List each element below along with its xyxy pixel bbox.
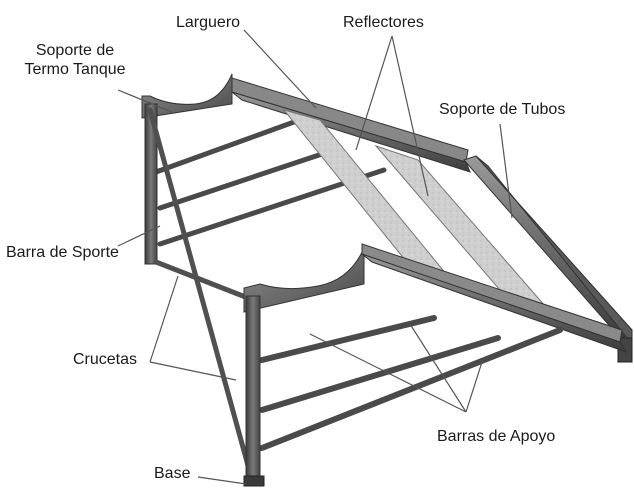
label-barra-sporte: Barra de Sporte bbox=[6, 244, 119, 261]
back-tank-support-plate bbox=[141, 73, 233, 119]
label-base: Base bbox=[154, 465, 191, 482]
base-foot bbox=[243, 475, 265, 487]
label-barras-apoyo: Barras de Apoyo bbox=[437, 428, 556, 445]
larguero-rail-top bbox=[231, 77, 469, 163]
label-reflectores: Reflectores bbox=[343, 14, 424, 31]
front-tank-support-plate bbox=[243, 247, 365, 313]
front-post bbox=[245, 295, 261, 483]
leader-lines bbox=[117, 29, 513, 485]
label-crucetas: Crucetas bbox=[73, 351, 138, 368]
label-soporte-termo-line1: Soporte de bbox=[35, 42, 115, 59]
label-soporte-tubos: Soporte de Tubos bbox=[439, 101, 566, 118]
crucetas bbox=[147, 107, 255, 483]
label-soporte-termo-line2: Termo Tanque bbox=[24, 61, 126, 78]
barras-apoyo bbox=[259, 315, 563, 451]
label-larguero: Larguero bbox=[176, 14, 241, 31]
front-lower-rail-top bbox=[361, 243, 623, 343]
